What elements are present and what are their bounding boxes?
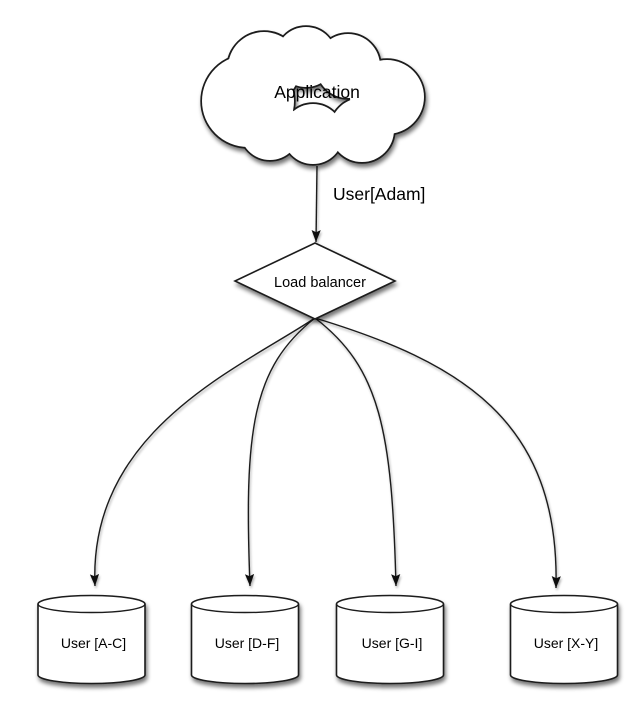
db-x-y-label: User [X-Y]: [534, 635, 599, 651]
database-cylinder-icon: [37, 594, 146, 685]
edge-load-balancer-to-db-g-i: [314, 317, 401, 587]
edge-load-balancer-to-db-x-y: [314, 317, 561, 589]
database-cylinder-icon: [335, 594, 445, 685]
db-d-f-label: User [D-F]: [215, 635, 280, 651]
cylinder-rim: [335, 603, 445, 614]
database-cylinder-icon: [509, 594, 619, 685]
edge-application-to-load-balancer: [311, 165, 321, 243]
application-cloud-icon: [200, 25, 426, 166]
node-db-g-i: User [G-I]: [335, 594, 445, 685]
edge-load-balancer-to-db-a-c: [89, 317, 316, 587]
node-db-d-f: User [D-F]: [190, 594, 300, 685]
load-balancer-label: Load balancer: [274, 275, 366, 291]
cylinder-rim: [190, 603, 300, 614]
cylinder-rim: [509, 603, 619, 614]
edge-group: [89, 165, 561, 589]
cylinder-rim: [37, 603, 146, 614]
node-db-x-y: User [X-Y]: [509, 594, 619, 685]
application-label: Application: [274, 82, 360, 102]
node-application: Application: [200, 25, 426, 166]
edge-label-user-adam: User[Adam]: [333, 184, 425, 204]
cloud-body: [202, 27, 424, 164]
database-cylinder-icon: [190, 594, 300, 685]
edge-load-balancer-to-db-d-f: [244, 317, 316, 587]
load-balancer-diamond-icon: [233, 242, 397, 320]
db-a-c-label: User [A-C]: [61, 635, 126, 651]
node-load-balancer: Load balancer: [233, 242, 397, 320]
db-g-i-label: User [G-I]: [362, 635, 423, 651]
node-db-a-c: User [A-C]: [37, 594, 146, 685]
